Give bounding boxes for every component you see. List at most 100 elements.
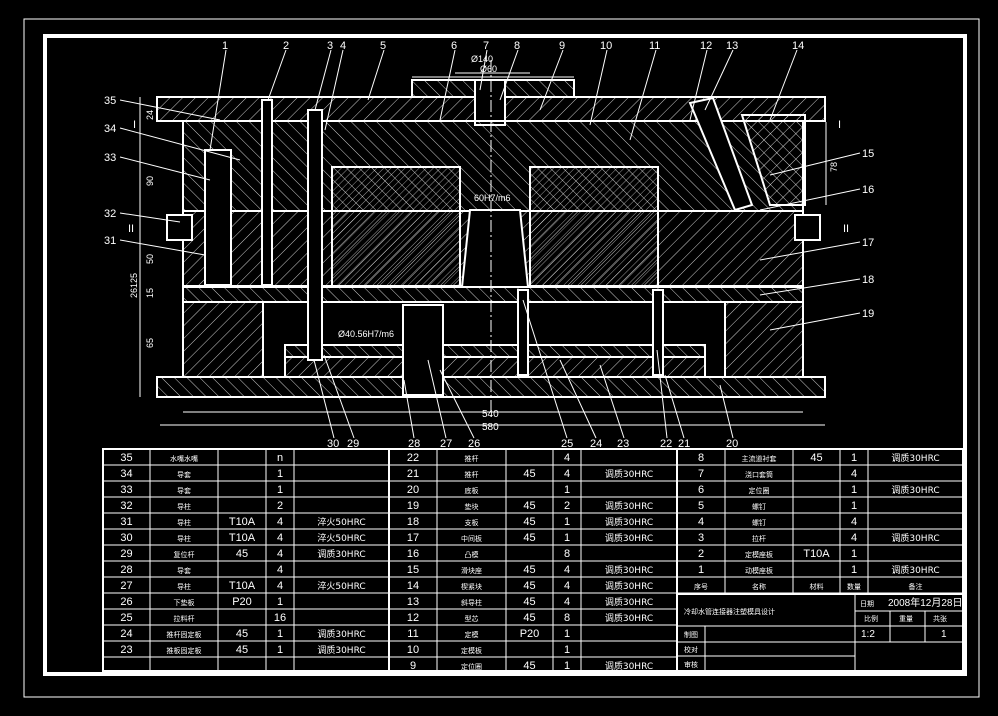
part-no-26: 26 [468,438,480,450]
bom-mat-17: 45 [523,532,535,544]
cavity-right [529,166,659,288]
bom-no-25: 25 [120,612,132,624]
part-no-34: 34 [104,123,116,135]
guide-pin-left [204,149,232,286]
part-no-7: 7 [483,40,489,52]
part-no-6: 6 [451,40,457,52]
bom-no-34: 34 [120,468,132,480]
bom-note-30: 淬火50HRC [317,532,365,544]
bom-mat-12: 45 [523,612,535,624]
bom-name-13: 斜导柱 [461,598,482,607]
bom-mat-19: 45 [523,500,535,512]
bom-mat-30: T10A [229,532,256,544]
bom-name-31: 导柱 [177,518,191,527]
bom-no-8: 8 [698,452,704,464]
cavity-left [331,166,461,288]
bom-qty-17: 1 [564,532,570,544]
angle-pin [688,96,754,212]
bom-name-22: 推杆 [465,454,479,463]
bom-qty-2: 1 [851,548,857,560]
sprue-cone [460,209,530,288]
dim-65: 65 [145,338,155,348]
spacer-right [724,301,804,378]
bom-qty-29: 4 [277,548,283,560]
section-mark-ii-left: II [128,223,134,235]
bom-qty-3: 4 [851,532,857,544]
bom-table [102,448,964,674]
bom-name-20: 底板 [465,486,479,495]
dim-580: 580 [482,422,499,433]
drawing-date: 2008年12月28日 [888,596,963,609]
outer-frame [23,18,980,698]
part-labels-left: 35 34 33 32 31 [104,95,116,247]
bom-name-18: 支板 [465,518,479,527]
wedge-block [740,114,806,206]
bom-header-no: 序号 [694,582,708,591]
part-no-21: 21 [678,438,690,450]
part-no-11: 11 [649,40,660,52]
part-no-2: 2 [283,40,289,52]
bom-name-6: 定位圈 [749,486,770,495]
bom-no-14: 14 [407,580,419,592]
bom-mat-13: 45 [523,596,535,608]
bom-qty-13: 4 [564,596,570,608]
bom-qty-24: 1 [277,628,283,640]
bom-qty-18: 1 [564,516,570,528]
part-no-3: 3 [327,40,333,52]
part-no-23: 23 [617,438,629,450]
bom-no-18: 18 [407,516,419,528]
bom-header-note: 备注 [909,582,923,591]
bom-no-22: 22 [407,452,419,464]
part-no-29: 29 [347,438,359,450]
dim-26125: 26125 [129,273,139,298]
bom-name-33: 导套 [177,486,191,495]
sprue-bushing [474,79,506,126]
bom-header-name: 名称 [752,582,766,591]
bom-qty-14: 4 [564,580,570,592]
ejector-retainer [284,344,706,358]
bom-name-7: 浇口套筒 [745,470,773,479]
bom-mat-2: T10A [803,548,830,560]
bom-qty-6: 1 [851,484,857,496]
row-label-draw: 制图 [684,630,698,639]
dim-540: 540 [482,409,499,420]
bom-qty-31: 4 [277,516,283,528]
bom-note-13: 调质30HRC [605,596,653,608]
part-no-15: 15 [862,148,874,160]
dim-d140: Ø140 [471,54,493,64]
bom-qty-1: 1 [851,564,857,576]
bom-qty-22: 4 [564,452,570,464]
part-no-31: 31 [104,235,116,247]
bom-note-17: 调质30HRC [605,532,653,544]
guide-ear-right [794,214,821,241]
guide-pin-2 [261,99,273,286]
bom-note-29: 调质30HRC [317,548,365,560]
bom-no-29: 29 [120,548,132,560]
bom-mat-23: 45 [236,644,248,656]
bom-mat-11: P20 [520,628,540,640]
bom-qty-4: 4 [851,516,857,528]
bom-name-9: 定位圈 [461,662,482,671]
bom-qty-20: 1 [564,484,570,496]
bom-mat-26: P20 [232,596,252,608]
bom-note-14: 调质30HRC [605,580,653,592]
bom-mat-18: 45 [523,516,535,528]
bom-no-26: 26 [120,596,132,608]
bom-mat-8: 45 [810,452,822,464]
support-plate [182,286,804,303]
dim-15: 15 [145,288,155,298]
bom-name-21: 推杆 [465,470,479,479]
bom-no-28: 28 [120,564,132,576]
part-labels-bottom: 30 29 28 27 26 25 24 23 22 21 20 [327,438,738,450]
leader-lines [119,49,861,439]
bom-name-1: 动模座板 [745,566,773,575]
bom-name-8: 主流道衬套 [742,454,777,463]
bom-note-31: 淬火50HRC [317,516,365,528]
bom-name-26: 下垫板 [174,598,195,607]
part-no-1: 1 [222,40,228,52]
bom-qty-9: 1 [564,660,570,672]
part-no-25: 25 [561,438,573,450]
bom-note-15: 调质30HRC [605,564,653,576]
row-label-review: 审核 [684,660,698,669]
part-labels-top: 1 2 3 4 5 6 7 8 9 10 11 12 13 14 [222,40,804,52]
